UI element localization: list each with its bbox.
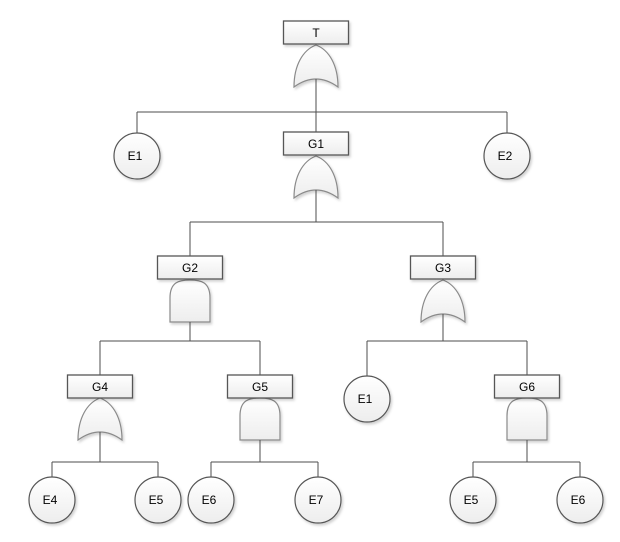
node-E4-label: E4 [43,493,58,507]
node-E6-left-label: E6 [202,493,217,507]
node-G1[interactable]: G1 [282,131,350,156]
node-G4-label: G4 [92,380,108,394]
node-E5-left-label: E5 [149,493,164,507]
node-G6-label: G6 [519,380,535,394]
node-E6-left[interactable]: E6 [187,476,235,524]
node-E5-right[interactable]: E5 [449,476,497,524]
node-E7-label: E7 [309,493,324,507]
node-E6-right[interactable]: E6 [556,476,604,524]
node-G1-label: G1 [308,137,324,151]
node-E2[interactable]: E2 [483,132,531,180]
node-G6[interactable]: G6 [493,374,561,399]
node-E1-mid[interactable]: E1 [343,375,391,423]
node-E1-mid-label: E1 [358,392,373,406]
gate-stubs [99,79,528,462]
node-E5-left[interactable]: E5 [134,476,182,524]
node-E4[interactable]: E4 [28,476,76,524]
and-gate-G5[interactable] [239,397,281,441]
node-G3-label: G3 [435,261,451,275]
node-E2-label: E2 [498,149,513,163]
node-G4[interactable]: G4 [66,374,134,399]
node-E7[interactable]: E7 [294,476,342,524]
node-T-label: T [312,26,320,40]
node-E5-right-label: E5 [464,493,479,507]
node-E6-right-label: E6 [571,493,586,507]
and-gate-G6[interactable] [506,397,548,441]
gates [77,44,548,442]
node-G2[interactable]: G2 [156,255,224,280]
node-T[interactable]: T [282,20,350,45]
node-G3[interactable]: G3 [409,255,477,280]
basic-events: E1 E2 E1 E4 E5 E6 E7 E5 [28,132,604,524]
and-gate-G2[interactable] [169,279,211,323]
node-G5-label: G5 [252,380,268,394]
node-E1-top[interactable]: E1 [113,132,161,180]
node-E1-top-label: E1 [128,149,143,163]
node-G5[interactable]: G5 [226,374,294,399]
node-G2-label: G2 [182,261,198,275]
event-boxes: T G1 G2 G3 G4 G5 G6 [66,20,561,399]
